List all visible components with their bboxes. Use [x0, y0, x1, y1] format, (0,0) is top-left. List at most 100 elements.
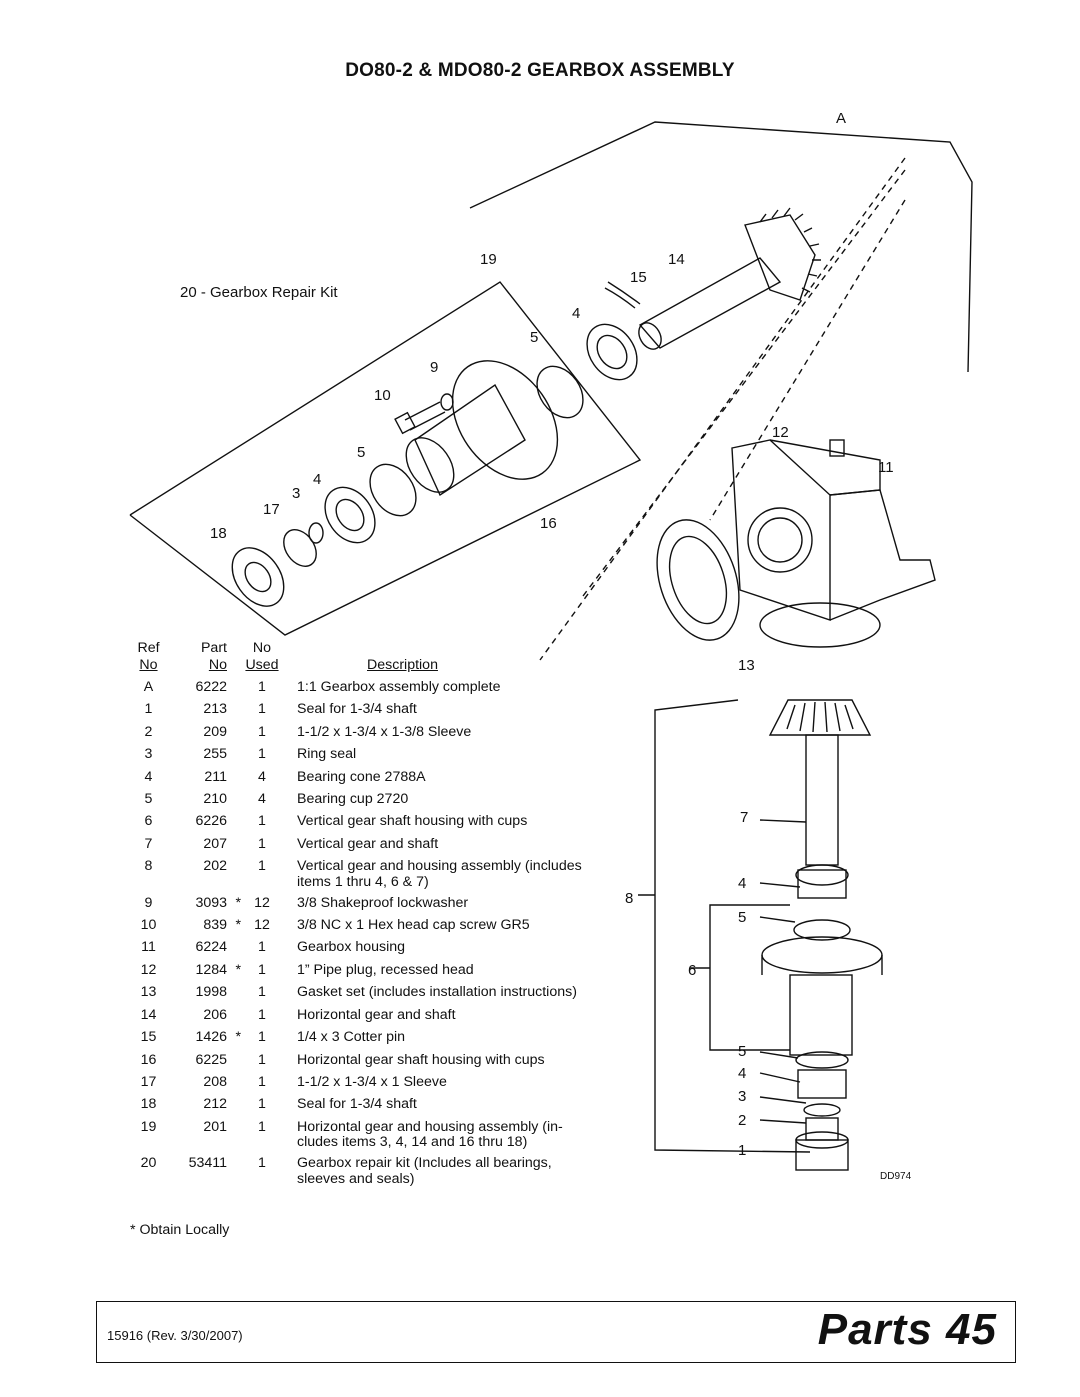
- ref-no: 7: [144, 835, 153, 852]
- part-no: 206: [203, 1006, 227, 1023]
- ref-no: 16: [140, 1051, 157, 1068]
- page-number: 45: [946, 1305, 997, 1354]
- page-title: DO80-2 & MDO80-2 GEARBOX ASSEMBLY: [345, 60, 735, 81]
- part-no: 255: [203, 746, 227, 763]
- callout-18: 18: [210, 525, 227, 542]
- pipe-plug: [829, 439, 845, 457]
- obtain-locally-mark: [227, 1116, 241, 1152]
- qty-used: 1: [258, 1155, 266, 1172]
- cotter-pin: [604, 281, 641, 309]
- drawing-id: DD974: [880, 1171, 912, 1182]
- obtain-locally-mark: [227, 1093, 241, 1115]
- callout-1: 1: [738, 1142, 746, 1159]
- description-cell: Bearing cone 2788A: [283, 766, 613, 788]
- part-no: 839: [203, 917, 227, 934]
- description-cell: 1-1/2 x 1-3/4 x 1-3/8 Sleeve: [283, 721, 613, 743]
- callout-11: 11: [878, 459, 894, 476]
- obtain-locally-mark: [227, 1152, 241, 1188]
- vertical-gear-assembly: [761, 699, 883, 1171]
- part-no-cell: 210: [167, 788, 241, 810]
- description-cell: 3/8 Shakeproof lockwasher: [283, 892, 613, 914]
- header-no: No: [252, 640, 272, 656]
- description: Gearbox housing: [297, 939, 406, 956]
- part-no: 208: [203, 1073, 227, 1090]
- part-no: 201: [203, 1118, 227, 1135]
- gearbox-housing: [731, 439, 936, 648]
- obtain-locally-mark: [227, 833, 241, 855]
- part-no: 6225: [195, 1051, 227, 1068]
- obtain-locally-mark: [227, 676, 241, 698]
- qty-used: 1: [258, 835, 266, 852]
- footnote-obtain-locally: * Obtain Locally: [130, 1222, 230, 1238]
- ref-no: 9: [144, 894, 153, 911]
- qty-used: 1: [258, 939, 266, 956]
- description: Vertical gear and housing assembly (incl…: [297, 858, 582, 875]
- ref-no: 10: [140, 917, 157, 934]
- description-cell: Seal for 1-3/4 shaft: [283, 1093, 613, 1115]
- obtain-locally-mark: *: [235, 1029, 241, 1046]
- description: Seal for 1-3/4 shaft: [297, 701, 417, 718]
- description: 3/8 NC x 1 Hex head cap screw GR5: [297, 917, 530, 934]
- description-continued: items 1 thru 4, 6 & 7): [297, 873, 429, 890]
- part-no: 6224: [195, 939, 227, 956]
- obtain-locally-mark: [227, 766, 241, 788]
- qty-used: 1: [258, 1073, 266, 1090]
- part-no-cell: 6222: [167, 676, 241, 698]
- section-name: Parts: [817, 1305, 933, 1354]
- bearing-cone-upper: [586, 323, 638, 381]
- horizontal-gear-shaft: [638, 207, 821, 350]
- callout-5-mid: 5: [738, 909, 746, 926]
- gasket-set: [656, 519, 740, 641]
- qty-used: 1: [258, 1006, 266, 1023]
- callout-15: 15: [630, 269, 647, 286]
- part-no: 53411: [188, 1155, 227, 1172]
- description-cell: Seal for 1-3/4 shaft: [283, 698, 613, 720]
- part-no: 213: [203, 701, 227, 718]
- header-ref-no: No: [139, 657, 158, 673]
- qty-used: 1: [258, 1029, 266, 1046]
- ref-no: 13: [140, 984, 157, 1001]
- description-cell: Horizontal gear and shaft: [283, 1004, 613, 1026]
- obtain-locally-mark: [227, 1004, 241, 1026]
- qty-used: 1: [258, 858, 266, 875]
- cap-screw: [404, 401, 446, 431]
- ref-no: 12: [140, 961, 157, 978]
- qty-used: 1: [258, 701, 266, 718]
- part-no-cell: 1998: [167, 981, 241, 1003]
- part-no-cell: 6225: [167, 1049, 241, 1071]
- part-no: 1426: [195, 1029, 227, 1046]
- ref-no: 8: [144, 858, 153, 875]
- callout-4-mid: 4: [738, 875, 746, 892]
- part-no-cell: 201: [167, 1116, 241, 1152]
- header-part: Part: [200, 640, 227, 656]
- obtain-locally-mark: [227, 721, 241, 743]
- description-continued: cludes items 3, 4, 14 and 16 thru 18): [297, 1134, 528, 1151]
- callout-16: 16: [540, 515, 557, 532]
- obtain-locally-mark: [227, 743, 241, 765]
- callout-a: A: [836, 110, 846, 127]
- header-used: Used: [245, 657, 279, 673]
- callout-6: 6: [688, 962, 696, 979]
- description: Horizontal gear shaft housing with cups: [297, 1051, 545, 1068]
- description-cell: Horizontal gear shaft housing with cups: [283, 1049, 613, 1071]
- table-header-bottom: No No Used Description: [130, 657, 613, 674]
- qty-used: 1: [258, 961, 266, 978]
- qty-used: 1: [258, 679, 266, 695]
- ref-no: 20: [140, 1155, 157, 1172]
- callout-3-low: 3: [738, 1088, 746, 1105]
